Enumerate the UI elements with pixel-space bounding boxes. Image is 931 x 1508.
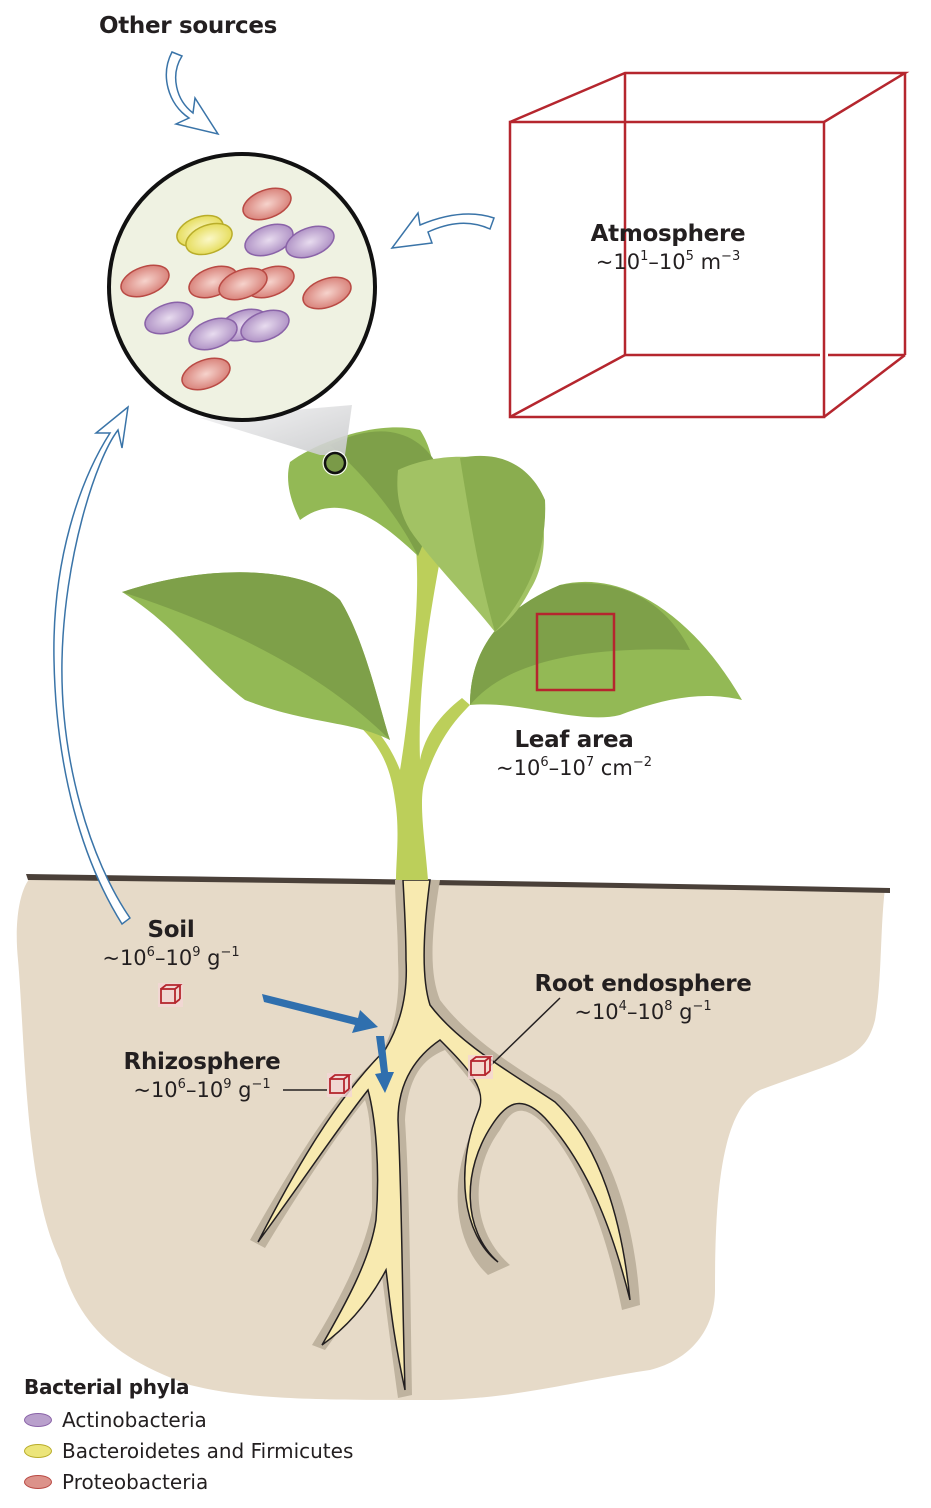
bacterium-actinobacteria: [144, 301, 194, 335]
bacterium-actinobacteria: [285, 225, 335, 259]
plant-stem: [355, 533, 470, 880]
legend: Bacterial phyla Actinobacteria Bacteroid…: [24, 1374, 353, 1497]
bacterium-actinobacteria: [244, 223, 294, 257]
bacterium-proteobacteria: [181, 357, 231, 391]
bacteria-cluster: [120, 187, 352, 391]
bacterium-bacteroidetes: [185, 222, 233, 256]
arrow-other-sources: [165, 51, 220, 136]
soil-region: [16, 878, 886, 1400]
legend-item-actinobacteria: Actinobacteria: [24, 1404, 353, 1435]
bacterium-proteobacteria: [242, 187, 292, 221]
rhizosphere-concentration: ~106–109 g−1: [133, 1077, 271, 1102]
other-sources-label: Other sources: [98, 13, 278, 39]
leaf-area-concentration: ~106–107 cm−2: [496, 755, 652, 780]
leaf-sample-point: [323, 451, 347, 475]
roots: [257, 879, 631, 1391]
atmosphere-label: Atmosphere ~101–105 m−3: [568, 220, 768, 276]
atmosphere-concentration: ~101–105 m−3: [595, 249, 741, 274]
endosphere-sample-cube: [468, 997, 561, 1079]
soil-label: Soil ~106–109 g−1: [71, 916, 271, 972]
bacterium-proteobacteria: [302, 276, 352, 310]
proteobacteria-swatch-icon: [24, 1474, 52, 1489]
leaf-area-square: [535, 612, 616, 692]
bacterium-actinobacteria: [240, 309, 290, 343]
arrow-atmosphere: [390, 211, 495, 249]
rhizosphere-label: Rhizosphere ~106–109 g−1: [102, 1048, 302, 1104]
root-endosphere-concentration: ~104–108 g−1: [574, 999, 712, 1024]
bacterium-proteobacteria: [218, 267, 268, 301]
arrow-soil-to-leaf: [53, 405, 132, 926]
legend-title: Bacterial phyla: [24, 1375, 190, 1399]
bacterium-actinobacteria: [188, 317, 238, 351]
soil-concentration: ~106–109 g−1: [102, 945, 240, 970]
ground-line: [26, 874, 890, 893]
actinobacteria-swatch-icon: [24, 1412, 52, 1427]
legend-item-bacteroidetes-firmicutes: Bacteroidetes and Firmicutes: [24, 1435, 353, 1466]
leaves: [122, 427, 742, 740]
leaf-area-label: Leaf area ~106–107 cm−2: [474, 726, 674, 782]
legend-item-proteobacteria: Proteobacteria: [24, 1466, 353, 1497]
rhizosphere-sample-cube: [283, 1073, 352, 1097]
soil-sample-cube: [158, 983, 183, 1007]
bacteroidetes-swatch-icon: [24, 1443, 52, 1458]
atmosphere-cube: [508, 71, 910, 419]
arrow-soil-to-rhizosphere: [262, 994, 394, 1093]
bacterium-proteobacteria: [120, 264, 170, 298]
root-endosphere-label: Root endosphere ~104–108 g−1: [528, 970, 758, 1026]
